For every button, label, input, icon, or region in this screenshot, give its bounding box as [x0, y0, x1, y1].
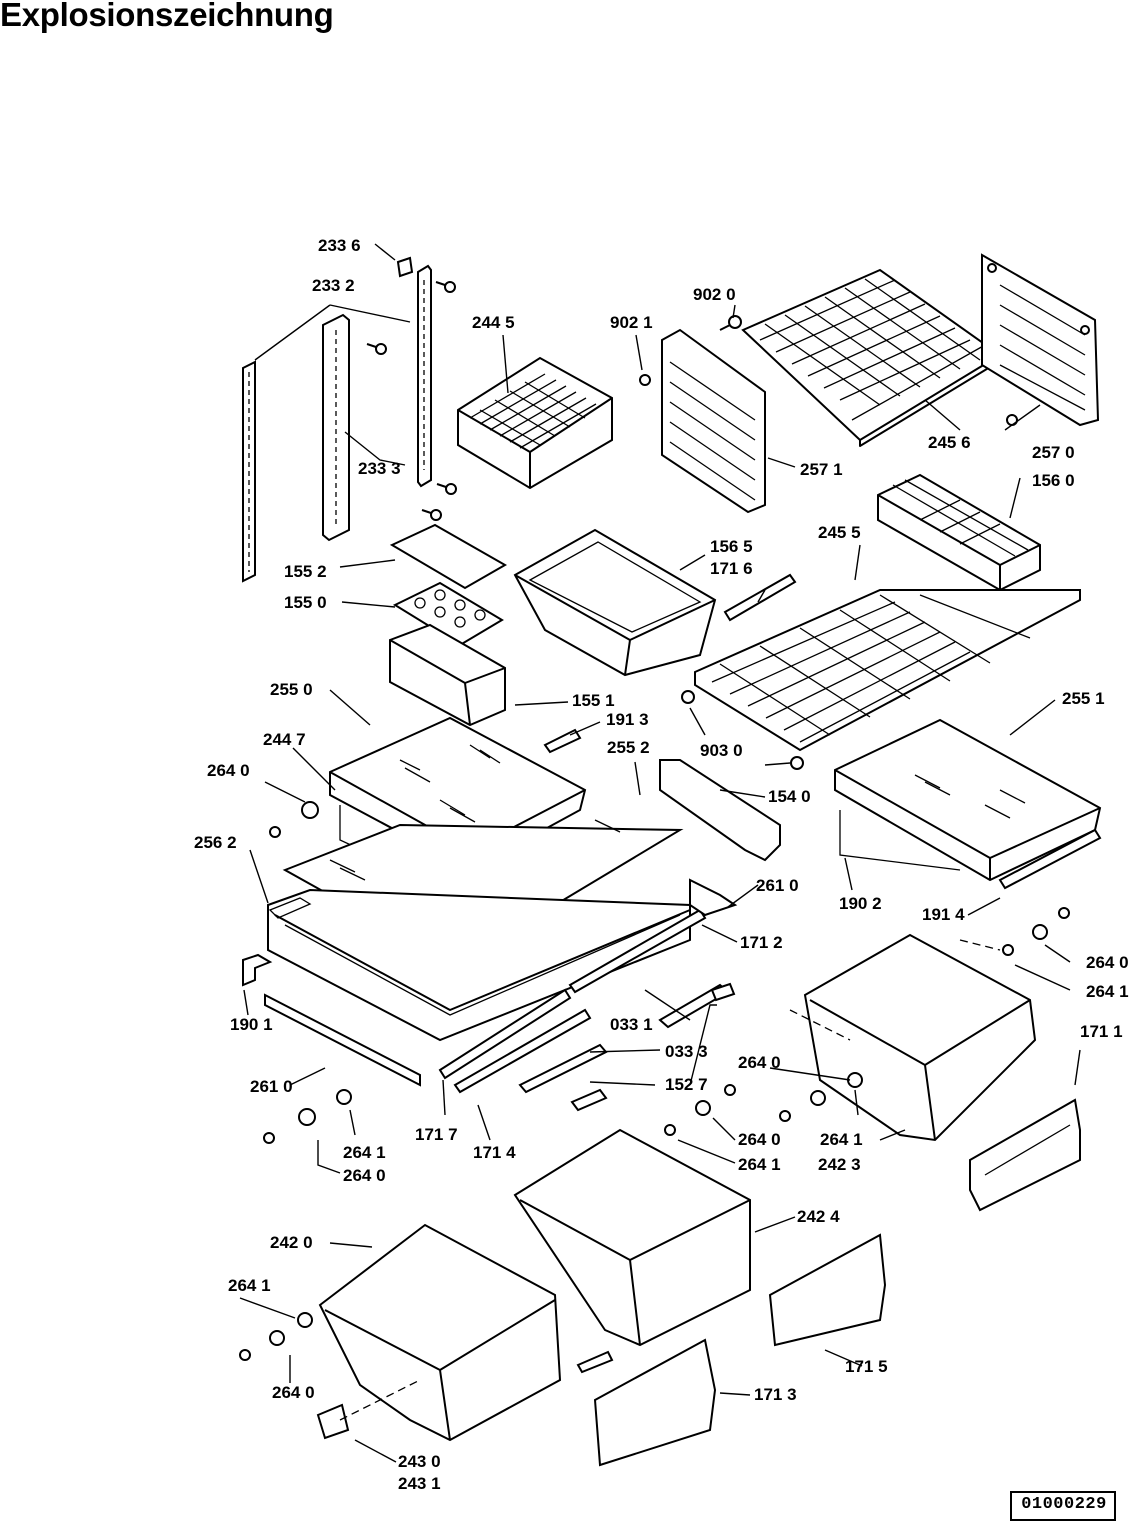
side-panel-ladder	[981, 253, 1100, 427]
label-2551: 255 1	[1062, 689, 1105, 708]
screw-icons-rails	[366, 281, 457, 521]
label-2332: 233 2	[312, 276, 355, 295]
document-number-box	[1010, 1491, 1116, 1521]
label-2641e: 264 1	[228, 1276, 271, 1295]
rail-front	[264, 993, 421, 1087]
label-9020: 902 0	[693, 285, 736, 304]
leader-lines	[239, 243, 1081, 1463]
rail-clip	[396, 256, 414, 278]
label-2431: 243 1	[398, 1474, 441, 1493]
ice-cube-tray	[877, 473, 1041, 592]
label-2640d: 264 0	[343, 1166, 386, 1185]
label-1713: 171 3	[754, 1385, 797, 1404]
label-2456: 245 6	[928, 433, 971, 452]
label-1560: 156 0	[1032, 471, 1075, 490]
label-2562: 256 2	[194, 833, 237, 852]
label-2640a: 264 0	[207, 761, 250, 780]
label-2610b: 261 0	[250, 1077, 293, 1096]
rail-right	[417, 264, 432, 488]
storage-bin-large	[513, 528, 717, 677]
cover-lid	[389, 523, 508, 590]
label-2445: 244 5	[472, 313, 515, 332]
bushing-icons	[239, 690, 1070, 1361]
label-1716: 171 6	[710, 559, 753, 578]
wire-shelf-upper	[741, 268, 1002, 447]
label-1551: 155 1	[572, 691, 615, 710]
label-2430: 243 0	[398, 1452, 441, 1471]
crisper-frame	[267, 888, 691, 1042]
label-1913: 191 3	[606, 710, 649, 729]
wire-shelf-large	[694, 589, 1081, 752]
label-1714: 171 4	[473, 1143, 516, 1162]
drawer-center	[513, 1128, 751, 1347]
label-2640f: 264 0	[272, 1383, 315, 1402]
shelf-bracket-small	[661, 328, 766, 514]
rail-guide-left	[242, 953, 273, 987]
label-2420: 242 0	[270, 1233, 313, 1252]
label-2423: 242 3	[818, 1155, 861, 1174]
label-1901: 190 1	[230, 1015, 273, 1034]
label-2641b: 264 1	[820, 1130, 863, 1149]
label-1527: 152 7	[665, 1075, 708, 1094]
drawer-front-171-1	[969, 1098, 1081, 1212]
label-1914: 191 4	[922, 905, 965, 924]
rail-171-7	[438, 988, 572, 1080]
screw-icons-bracket	[639, 315, 742, 386]
label-9021: 902 1	[610, 313, 653, 332]
drawer-left	[318, 1223, 562, 1442]
label-1717: 171 7	[415, 1125, 458, 1144]
label-2550: 255 0	[270, 680, 313, 699]
label-1552: 155 2	[284, 562, 327, 581]
label-2641c: 264 1	[343, 1143, 386, 1162]
document-number: 01000229	[1021, 1495, 1107, 1514]
label-1715: 171 5	[845, 1357, 888, 1376]
dairy-box	[389, 623, 506, 727]
label-2447: 244 7	[263, 730, 306, 749]
label-2640e: 264 0	[738, 1130, 781, 1149]
label-1711: 171 1	[1080, 1022, 1123, 1041]
label-2552: 255 2	[607, 738, 650, 757]
part-labels: 233 6 233 2 244 5 902 1 902 0 233 3 257 …	[194, 236, 1129, 1493]
label-1712: 171 2	[740, 933, 783, 952]
rail-191-4	[998, 828, 1102, 890]
label-2641a: 264 1	[1086, 982, 1129, 1001]
crisper-drawer-right	[803, 933, 1037, 1142]
page-title: Explosionszeichnung	[0, 0, 334, 33]
label-2640b: 264 0	[1086, 953, 1129, 972]
label-1540: 154 0	[768, 787, 811, 806]
label-2455: 245 5	[818, 523, 861, 542]
label-1902: 190 2	[839, 894, 882, 913]
rail-171-4	[453, 1008, 592, 1094]
label-2571: 257 1	[800, 460, 843, 479]
label-2641d: 264 1	[738, 1155, 781, 1174]
rail-261-0-right	[689, 878, 738, 917]
label-1565: 156 5	[710, 537, 753, 556]
drawer-front-171-3	[593, 1338, 717, 1467]
label-9030: 903 0	[700, 741, 743, 760]
label-1550: 155 0	[284, 593, 327, 612]
label-2336: 233 6	[318, 236, 361, 255]
label-2570: 257 0	[1032, 443, 1075, 462]
label-0331: 033 1	[610, 1015, 653, 1034]
label-2640c: 264 0	[738, 1053, 781, 1072]
label-2424: 242 4	[797, 1207, 840, 1226]
label-2610a: 261 0	[756, 876, 799, 895]
rail-191-3	[543, 728, 582, 754]
wire-basket	[457, 356, 613, 490]
rail-171-2	[568, 908, 707, 994]
door-trim-curved	[659, 759, 781, 862]
label-2333: 233 3	[358, 459, 401, 478]
clip-parts	[518, 982, 736, 1112]
small-tab-243	[316, 1350, 614, 1440]
drawer-front-171-5	[768, 1233, 887, 1347]
label-0333: 033 3	[665, 1042, 708, 1061]
rail-center	[322, 313, 350, 542]
rail-left-outer	[242, 360, 256, 583]
